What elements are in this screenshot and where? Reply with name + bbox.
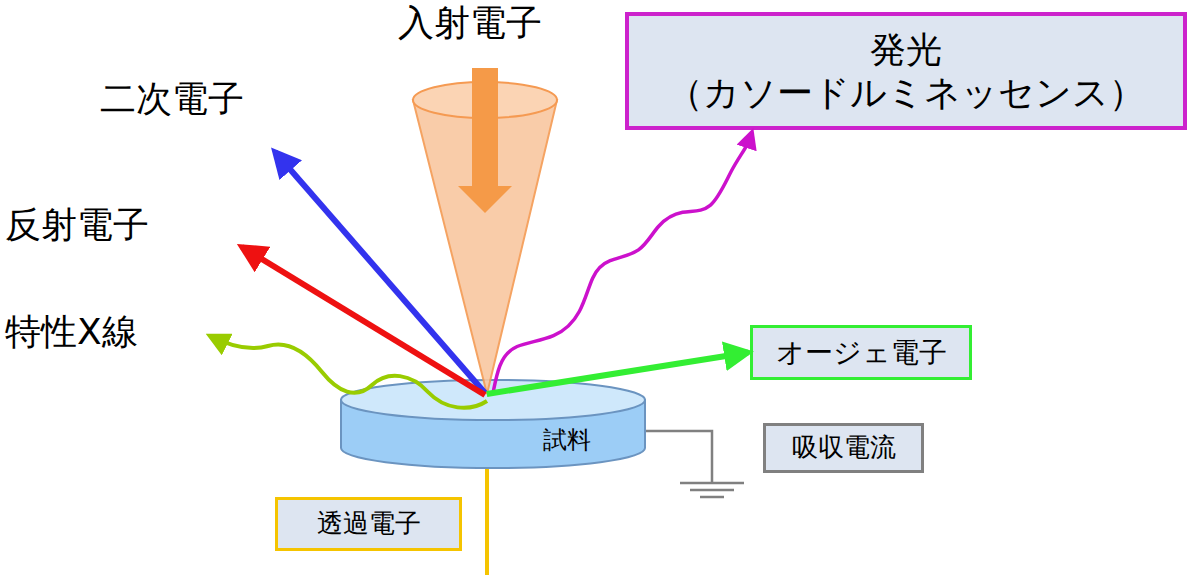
- ground-wire: [645, 431, 712, 483]
- incident-electron-label: 入射電子: [398, 2, 542, 43]
- ground-symbol: [700, 496, 724, 499]
- secondary-electron-arrow: [275, 152, 485, 393]
- box-label: （カソードルミネッセンス）: [649, 71, 1163, 114]
- box-label: オージェ電子: [767, 336, 955, 370]
- emission-box: 発光（カソードルミネッセンス）: [625, 12, 1187, 130]
- luminescence-wave: [493, 132, 752, 394]
- sample-disk-outline: [338, 378, 648, 472]
- ground-symbol: [690, 489, 734, 492]
- auger-box: オージェ電子: [750, 325, 972, 380]
- backscattered-electron-label: 反射電子: [5, 204, 149, 245]
- box-label: 透過電子: [292, 508, 445, 539]
- sample-disk: 試料: [338, 378, 648, 472]
- transmitted-beam: [485, 468, 489, 575]
- characteristic-xray-wave: [210, 336, 487, 408]
- backscattered-electron-arrow: [242, 247, 485, 395]
- sample-label: 試料: [543, 426, 648, 455]
- auger-electron-arrow: [487, 353, 748, 395]
- transmitted-electron-box: 透過電子: [275, 497, 462, 551]
- absorbed-current-box: 吸収電流: [763, 423, 924, 473]
- secondary-electron-label: 二次電子: [100, 78, 244, 119]
- box-label: 発光: [649, 28, 1163, 71]
- characteristic-xray-label: 特性X線: [5, 311, 138, 352]
- ground-symbol: [680, 482, 744, 485]
- electron-beam-cone: [413, 68, 557, 394]
- box-label: 吸収電流: [776, 432, 911, 463]
